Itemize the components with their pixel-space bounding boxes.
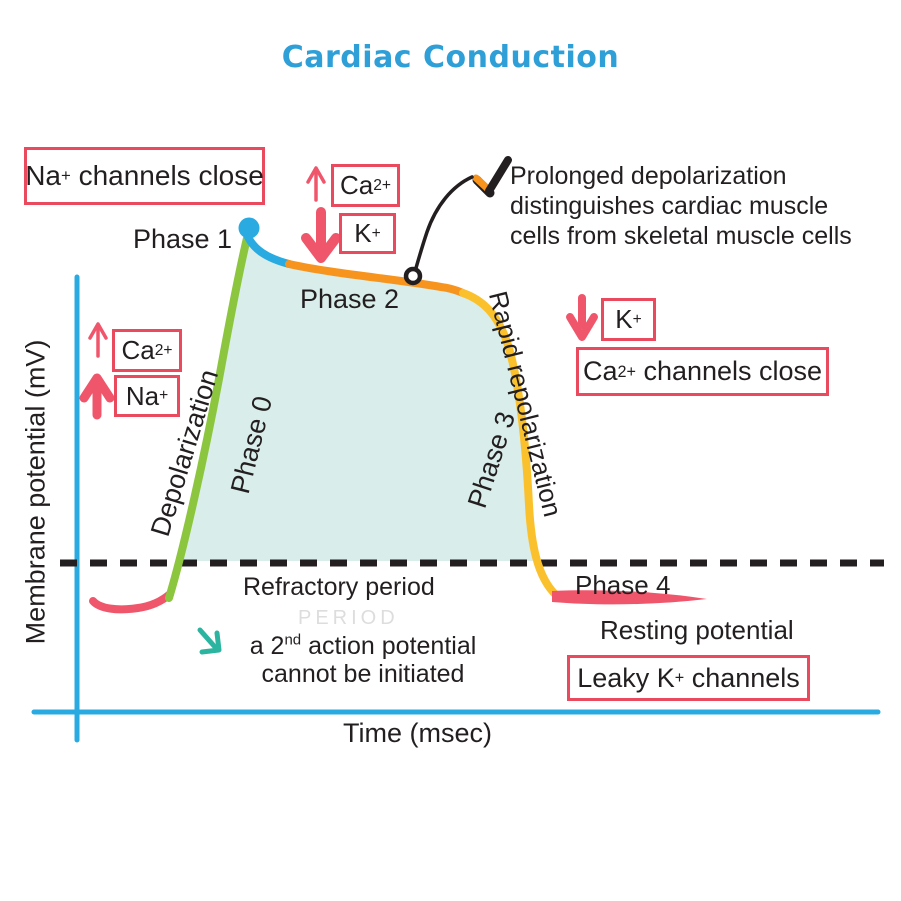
curve-phase3-segment [459,289,560,599]
k-decrease-box-right: K+ [601,298,656,341]
up-arrow-thin-left-icon [88,322,108,358]
down-arrow-right-icon [566,294,598,341]
down-arrow-thick-top-icon [301,207,341,263]
peak-dot [238,217,260,239]
leaky-k-channels-box: Leaky K+ channels [567,655,810,701]
phase-1-label: Phase 1 [133,224,233,254]
y-axis-label: Membrane potential (mV) [20,339,51,645]
curve-resting-segment [89,590,174,614]
curve-phase1-segment [244,233,293,268]
curve-phase2-segment [285,260,467,297]
checkmark-icon [472,156,512,198]
na-increase-box-left: Na+ [114,375,180,417]
annotation-pointer [403,175,474,286]
up-arrow-thick-left-icon [79,373,115,420]
x-axis-label: Time (msec) [343,718,492,748]
refractory-period-label: Refractory period [243,573,435,601]
up-arrow-thin-top-icon [306,166,326,202]
page-title: Cardiac Conduction [281,40,620,75]
curve-phase0-segment [165,234,251,602]
teal-diagonal-arrow-icon [197,627,222,655]
erased-ghost-text: PERIOD [298,607,399,629]
curve-phase4-segment [552,590,707,605]
na-channels-close-box: Na+ channels close [24,147,265,205]
phase-2-label: Phase 2 [300,284,400,314]
resting-potential-label: Resting potential [600,615,794,645]
phase-4-label: Phase 4 [575,570,671,600]
prolonged-depolarization-note: Prolonged depolarization distinguishes c… [510,162,852,250]
k-decrease-box-top: K+ [339,213,396,254]
refractory-area-fill [180,238,540,561]
